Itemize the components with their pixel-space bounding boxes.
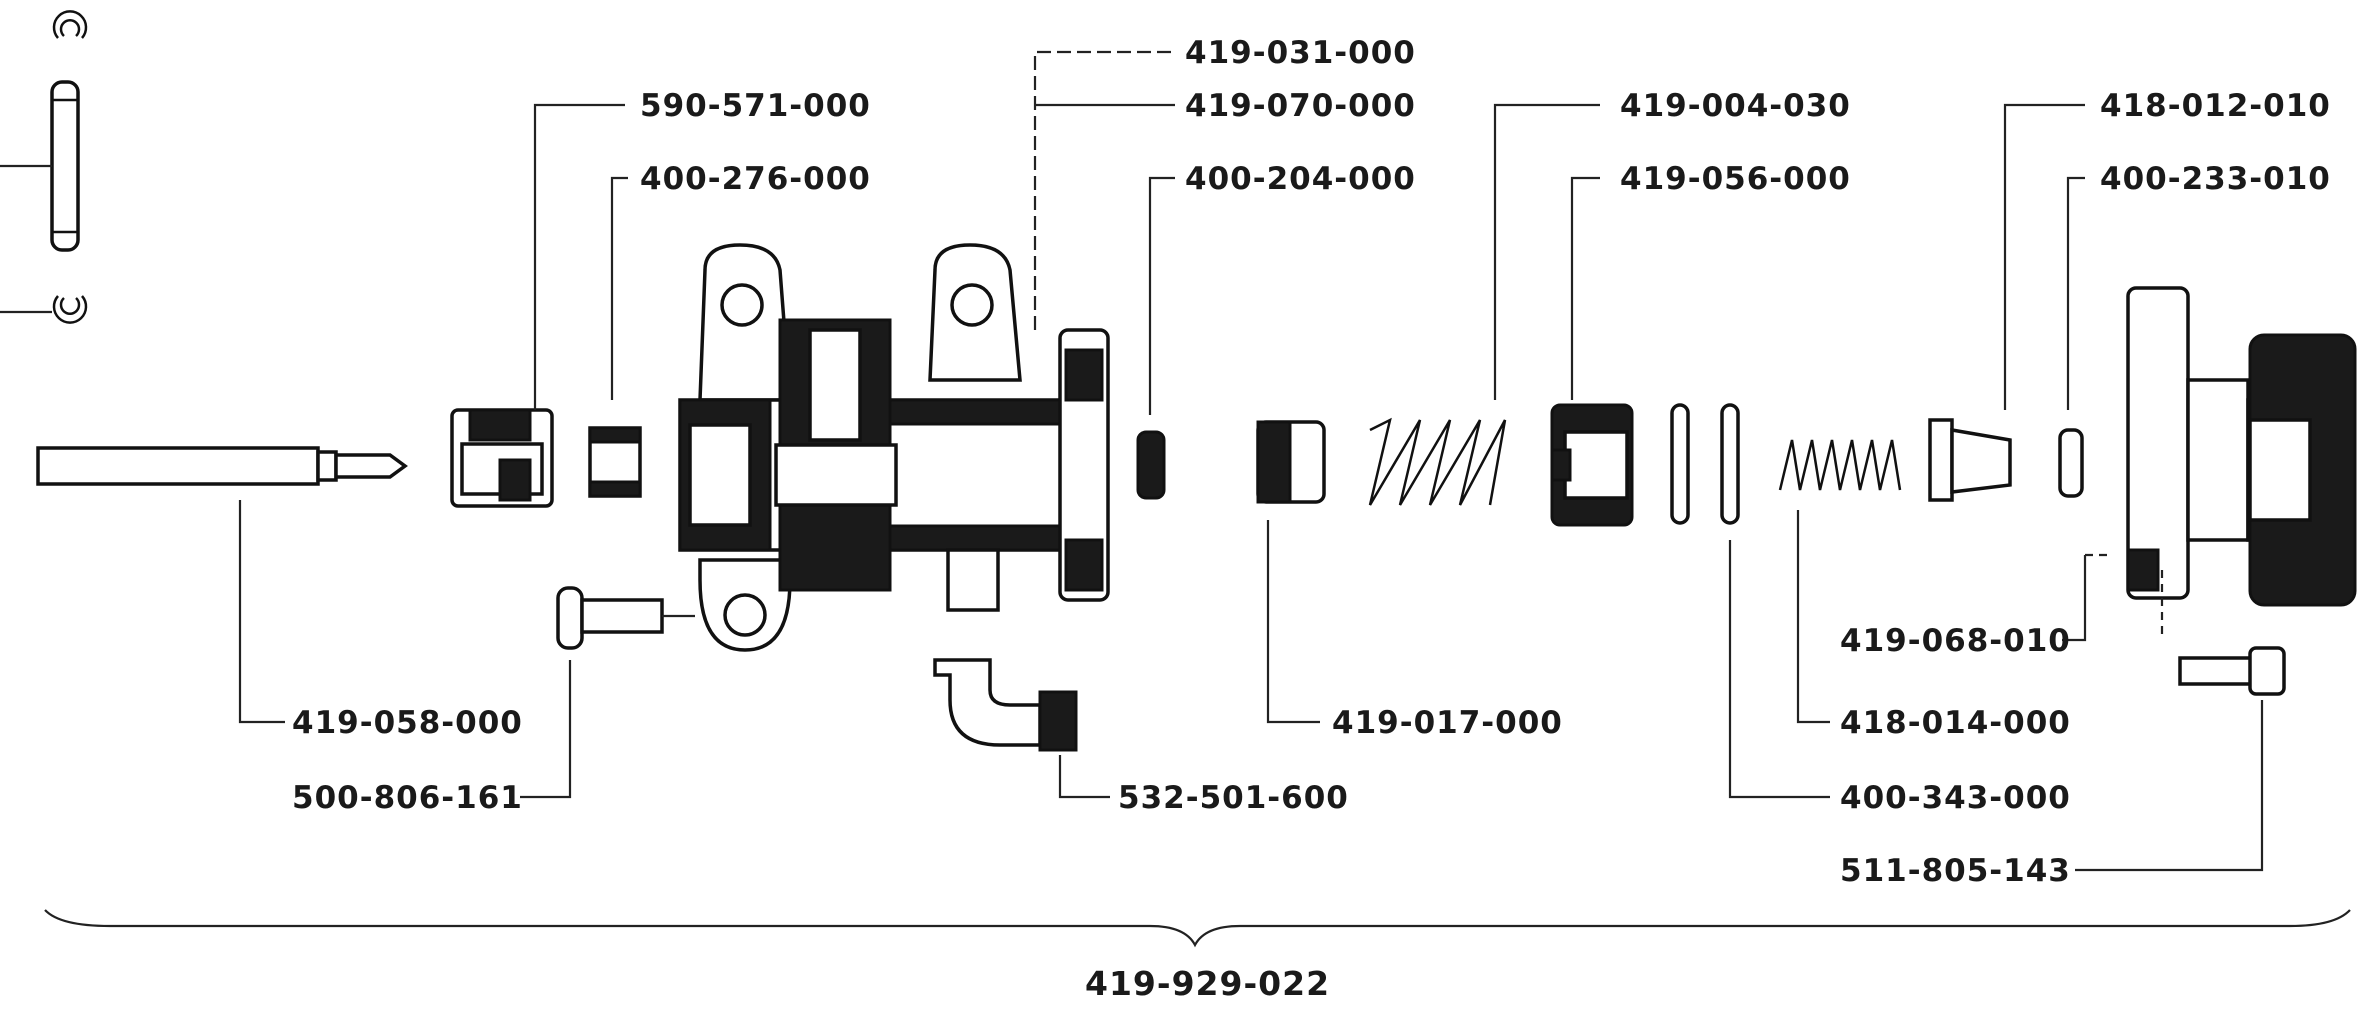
label-511-805-143: 511-805-143 [1840, 853, 2071, 889]
clip-ring-top [52, 10, 88, 39]
seal-ring [1136, 430, 1166, 500]
label-419-004-030: 419-004-030 [1620, 88, 1851, 124]
valve-seal [2058, 428, 2084, 498]
mounting-screw-left [556, 586, 695, 650]
label-419-031-000: 419-031-000 [1185, 35, 1416, 71]
leader-lines [238, 50, 2264, 872]
elbow-fitting [933, 658, 1078, 752]
piston-cup [1256, 420, 1326, 504]
piston [1550, 403, 1634, 527]
label-400-204-000: 400-204-000 [1185, 161, 1416, 197]
label-400-343-000: 400-343-000 [1840, 780, 2071, 816]
label-500-806-161: 500-806-161 [292, 780, 523, 816]
o-rings [1670, 403, 1740, 525]
label-419-070-000: 419-070-000 [1185, 88, 1416, 124]
bushing [588, 426, 642, 498]
end-cap [2126, 286, 2357, 607]
label-418-014-000: 418-014-000 [1840, 705, 2071, 741]
assembly-brace [44, 909, 2351, 948]
label-419-068-010: 419-068-010 [1840, 623, 2071, 659]
hinge-pin [0, 80, 80, 252]
label-419-056-000: 419-056-000 [1620, 161, 1851, 197]
valve-spring [1778, 439, 1902, 491]
label-400-276-000: 400-276-000 [640, 161, 871, 197]
label-418-012-010: 418-012-010 [2100, 88, 2331, 124]
master-cylinder-body [678, 243, 1110, 652]
label-590-571-000: 590-571-000 [640, 88, 871, 124]
label-400-233-010: 400-233-010 [2100, 161, 2331, 197]
clip-ring-bottom [0, 295, 88, 324]
label-assembly-419-929-022: 419-929-022 [1085, 964, 1330, 1003]
mounting-screw-right [2178, 646, 2286, 696]
dust-boot [450, 408, 554, 508]
check-valve [1928, 418, 2012, 502]
push-rod [36, 446, 408, 486]
label-419-017-000: 419-017-000 [1332, 705, 1563, 741]
label-419-058-000: 419-058-000 [292, 705, 523, 741]
label-532-501-600: 532-501-600 [1118, 780, 1349, 816]
return-spring [1368, 417, 1507, 506]
part-labels: 419-031-000 590-571-000 419-070-000 419-… [292, 35, 2331, 1003]
